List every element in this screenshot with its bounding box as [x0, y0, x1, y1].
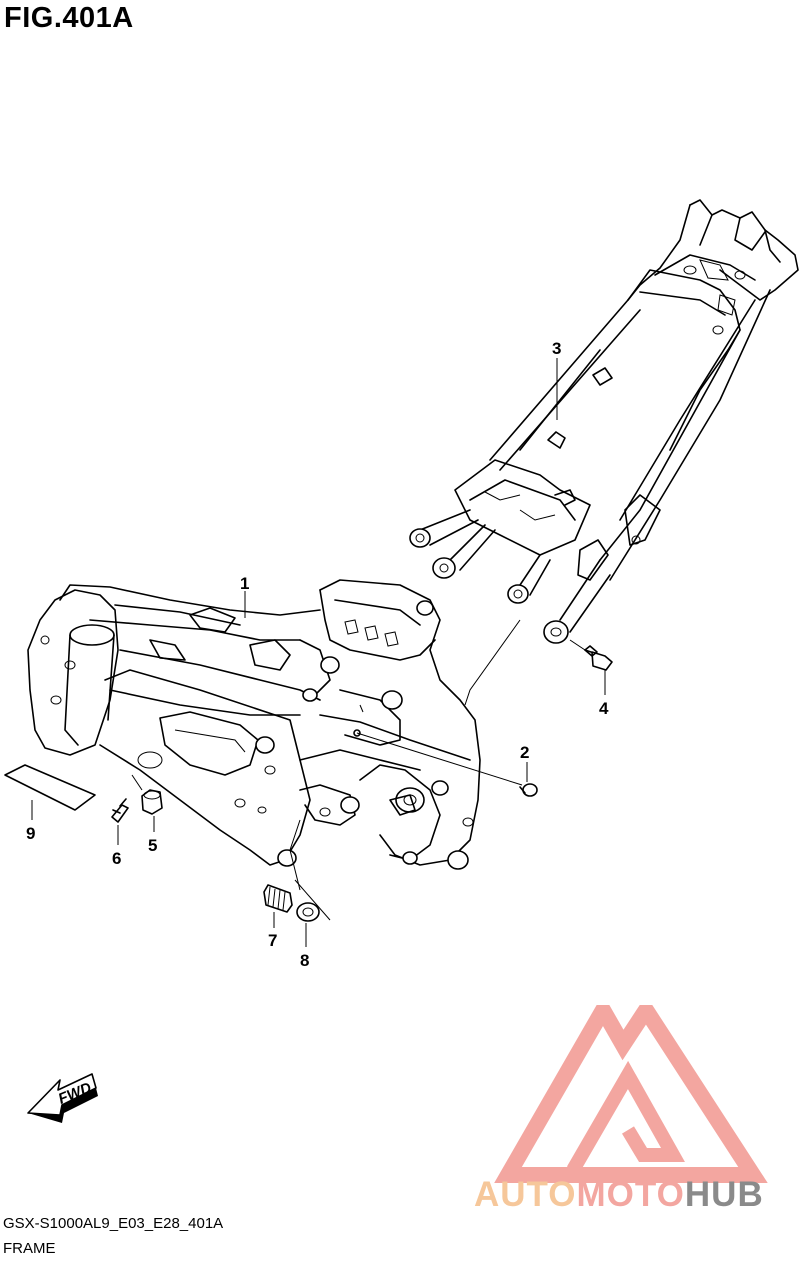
part-2-screw [356, 732, 538, 797]
watermark-word-hub: HUB [684, 1175, 764, 1214]
part-label-1: 1 [240, 574, 249, 593]
part-8-washer [289, 819, 331, 947]
part-4-bolt [569, 639, 613, 695]
figure-code: GSX-S1000AL9_E03_E28_401A [3, 1215, 224, 1232]
watermark-word-auto: AUTO [474, 1175, 577, 1214]
part-label-9: 9 [26, 824, 35, 843]
part-label-2: 2 [520, 743, 529, 762]
part-7-insert [263, 884, 293, 928]
automotohub-watermark: AUTOMOTOHUB [468, 993, 800, 1230]
watermark-word-moto: MOTO [576, 1175, 685, 1214]
part-label-4: 4 [599, 699, 609, 718]
part-5-collar [131, 774, 163, 832]
main-frame-drawing [27, 579, 481, 870]
part-label-6: 6 [112, 849, 121, 868]
watermark-wordmark: AUTOMOTOHUB [474, 1175, 764, 1215]
figure-caption: FRAME [3, 1240, 56, 1257]
part-label-8: 8 [300, 951, 309, 970]
figure-title: FIG.401A [4, 2, 134, 34]
part-label-7: 7 [268, 931, 277, 950]
part-9-label [4, 764, 96, 820]
part-label-5: 5 [148, 836, 157, 855]
seat-rail-drawing [409, 199, 799, 644]
fwd-arrow-icon: FWD [27, 1073, 98, 1123]
watermark-triangle-icon [494, 993, 768, 1183]
part-label-3: 3 [552, 339, 561, 358]
part-6-bolt [111, 798, 129, 845]
